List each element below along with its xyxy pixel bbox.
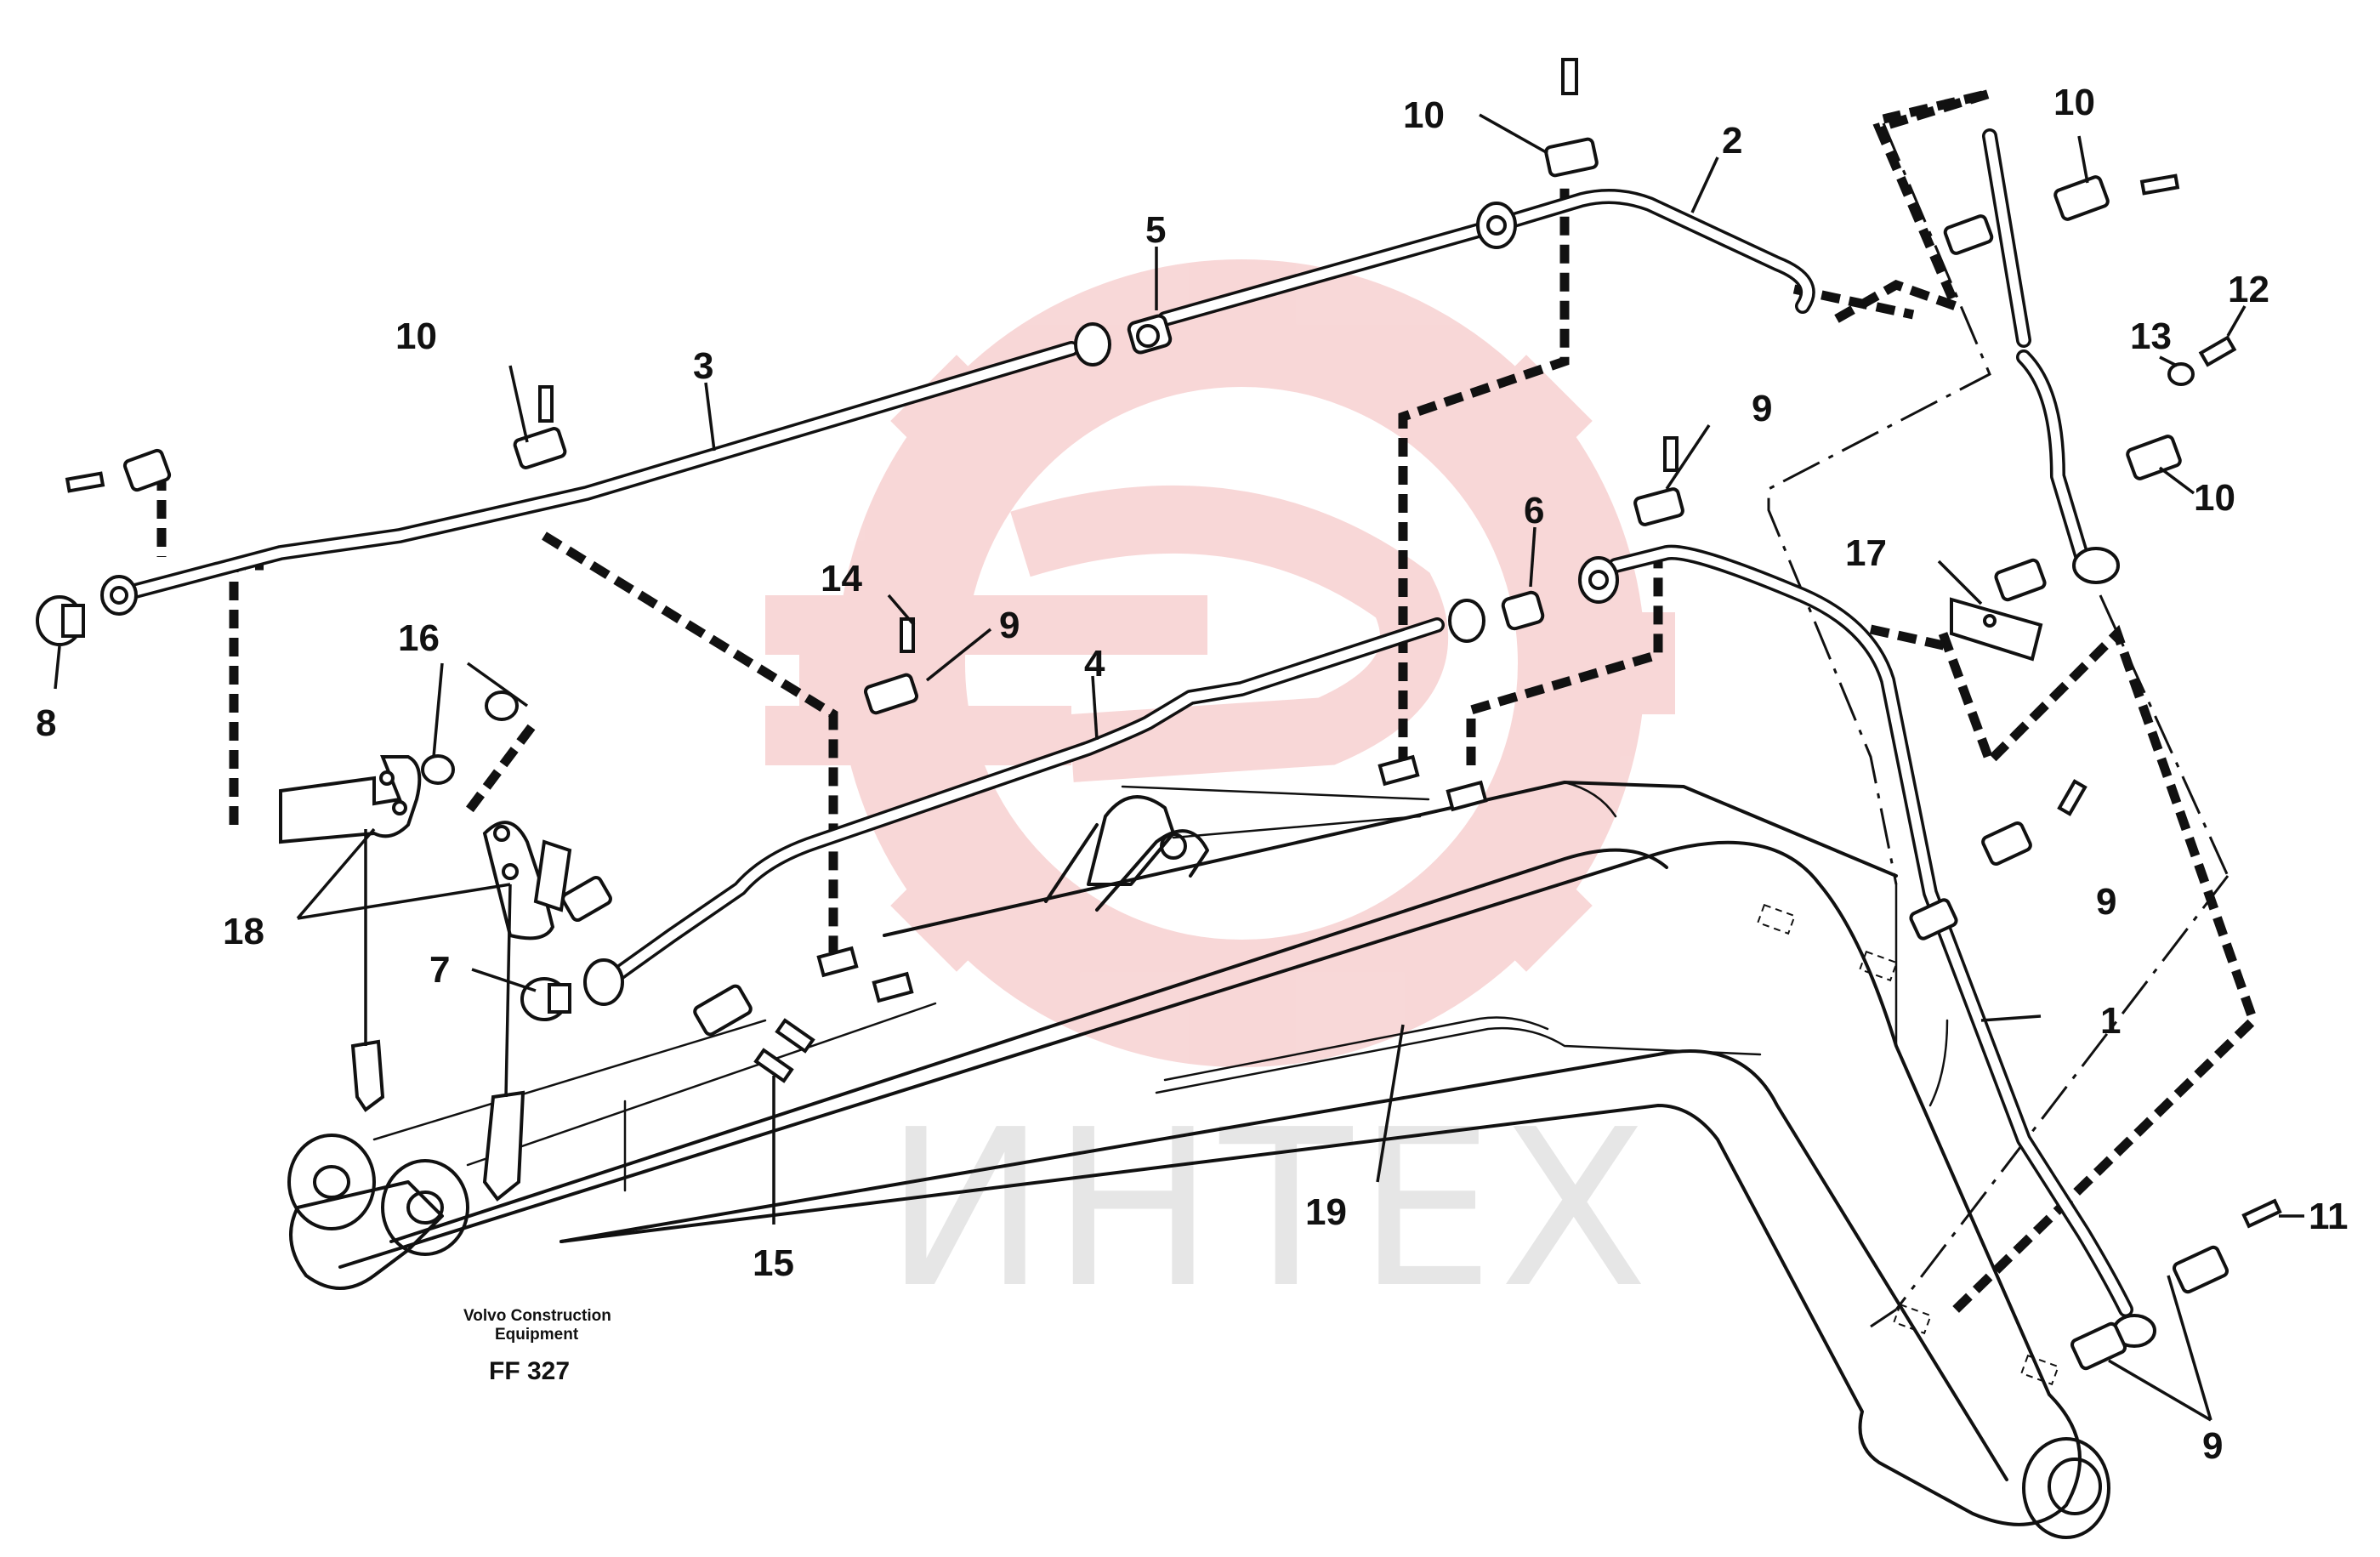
watermark-text: ИНТЕХ — [884, 1083, 1653, 1336]
clamp-10-top — [1544, 137, 1599, 178]
clamp-9-mid — [1981, 821, 2032, 866]
clamp-10-right — [2053, 175, 2110, 221]
plate-17 — [1950, 597, 2043, 662]
clamp-9-top — [1633, 487, 1684, 526]
boom-assembly — [287, 781, 2110, 1539]
callouts: 1 2 3 4 5 6 7 8 9 9 9 9 10 10 10 10 11 1… — [36, 82, 2349, 1467]
callout-10-b: 10 — [395, 315, 437, 357]
bolt-12 — [2198, 335, 2237, 367]
callout-19: 19 — [1305, 1191, 1347, 1233]
callout-17: 17 — [1845, 532, 1887, 574]
callout-9-d: 9 — [2202, 1425, 2223, 1467]
callout-9-b: 9 — [999, 605, 1020, 646]
callout-13: 13 — [2130, 315, 2172, 357]
callout-9-c: 9 — [2096, 881, 2116, 923]
caption: Volvo Construction Equipment FF 327 — [463, 1307, 611, 1385]
caption-company-line1: Volvo Construction — [463, 1307, 611, 1325]
clamp-15 — [693, 984, 753, 1037]
caption-company-line2: Equipment — [495, 1326, 579, 1344]
washer-16a — [421, 754, 455, 785]
callout-10-a: 10 — [1403, 94, 1445, 136]
clamp-9-bottom — [2172, 1245, 2229, 1294]
callout-2: 2 — [1722, 120, 1742, 162]
washer-16b — [485, 690, 519, 721]
callout-7: 7 — [429, 949, 450, 991]
callout-12: 12 — [2228, 269, 2269, 310]
callout-14: 14 — [821, 558, 862, 600]
clamps — [65, 58, 2282, 1371]
callout-6: 6 — [1524, 490, 1544, 531]
callout-15: 15 — [753, 1242, 794, 1284]
callout-3: 3 — [693, 345, 713, 387]
callout-4: 4 — [1084, 643, 1105, 685]
callout-10-d: 10 — [2194, 477, 2235, 519]
fittings — [36, 202, 2237, 1348]
guide-lines — [156, 88, 2259, 1328]
callout-9-a: 9 — [1752, 388, 1772, 429]
bolt-11 — [2241, 1198, 2282, 1229]
adapter-6 — [1501, 590, 1545, 631]
brackets-18 — [279, 755, 572, 1202]
callout-5: 5 — [1145, 209, 1166, 251]
clamp-10-lower-right — [2126, 435, 2182, 480]
pipes — [111, 128, 2133, 1317]
pipe-1 — [1608, 544, 2133, 1317]
callout-10-c: 10 — [2053, 82, 2095, 123]
bolt-15 — [753, 1048, 794, 1083]
callout-8: 8 — [36, 702, 56, 744]
washer-13 — [2167, 362, 2195, 386]
callout-16: 16 — [398, 617, 440, 659]
callout-18: 18 — [223, 911, 264, 952]
clamp-9-left — [863, 673, 919, 715]
figure-ref: FF 327 — [489, 1357, 570, 1385]
callout-1: 1 — [2100, 1000, 2121, 1042]
leader-lines — [54, 113, 2304, 1422]
clamp-10-left — [513, 427, 567, 469]
callout-11: 11 — [2309, 1196, 2349, 1237]
